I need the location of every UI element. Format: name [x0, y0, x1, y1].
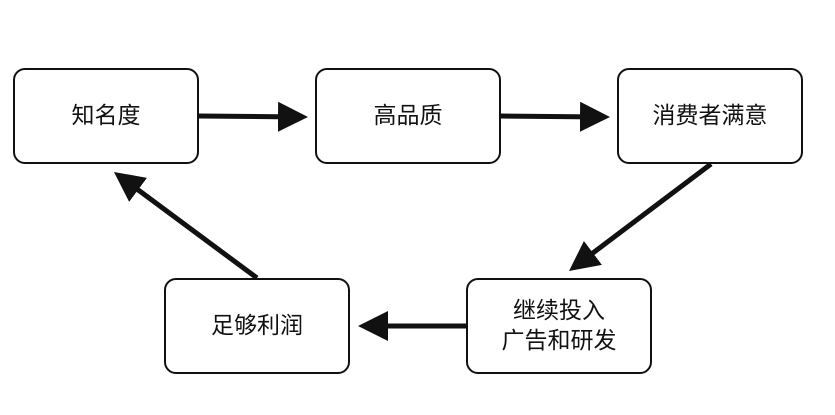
arrow-quality-to-satisfied [500, 101, 610, 132]
arrow-awareness-to-quality [198, 101, 308, 132]
node-awareness-label: 知名度 [71, 103, 141, 129]
node-consumer-satisfaction-label: 消费者满意 [652, 103, 768, 129]
node-quality-label: 高品质 [373, 103, 443, 129]
node-profit: 足够利润 [164, 278, 350, 374]
node-reinvest: 继续投入 广告和研发 [466, 278, 652, 374]
node-reinvest-label-line2: 广告和研发 [501, 328, 617, 354]
node-awareness: 知名度 [13, 68, 199, 164]
node-reinvest-label-line1: 继续投入 [513, 298, 605, 324]
node-quality: 高品质 [315, 68, 501, 164]
arrow-profit-to-awareness [113, 172, 259, 281]
node-consumer-satisfaction: 消费者满意 [617, 68, 803, 164]
node-profit-label: 足够利润 [211, 313, 303, 339]
arrow-satisfied-to-reinvest [569, 162, 713, 272]
